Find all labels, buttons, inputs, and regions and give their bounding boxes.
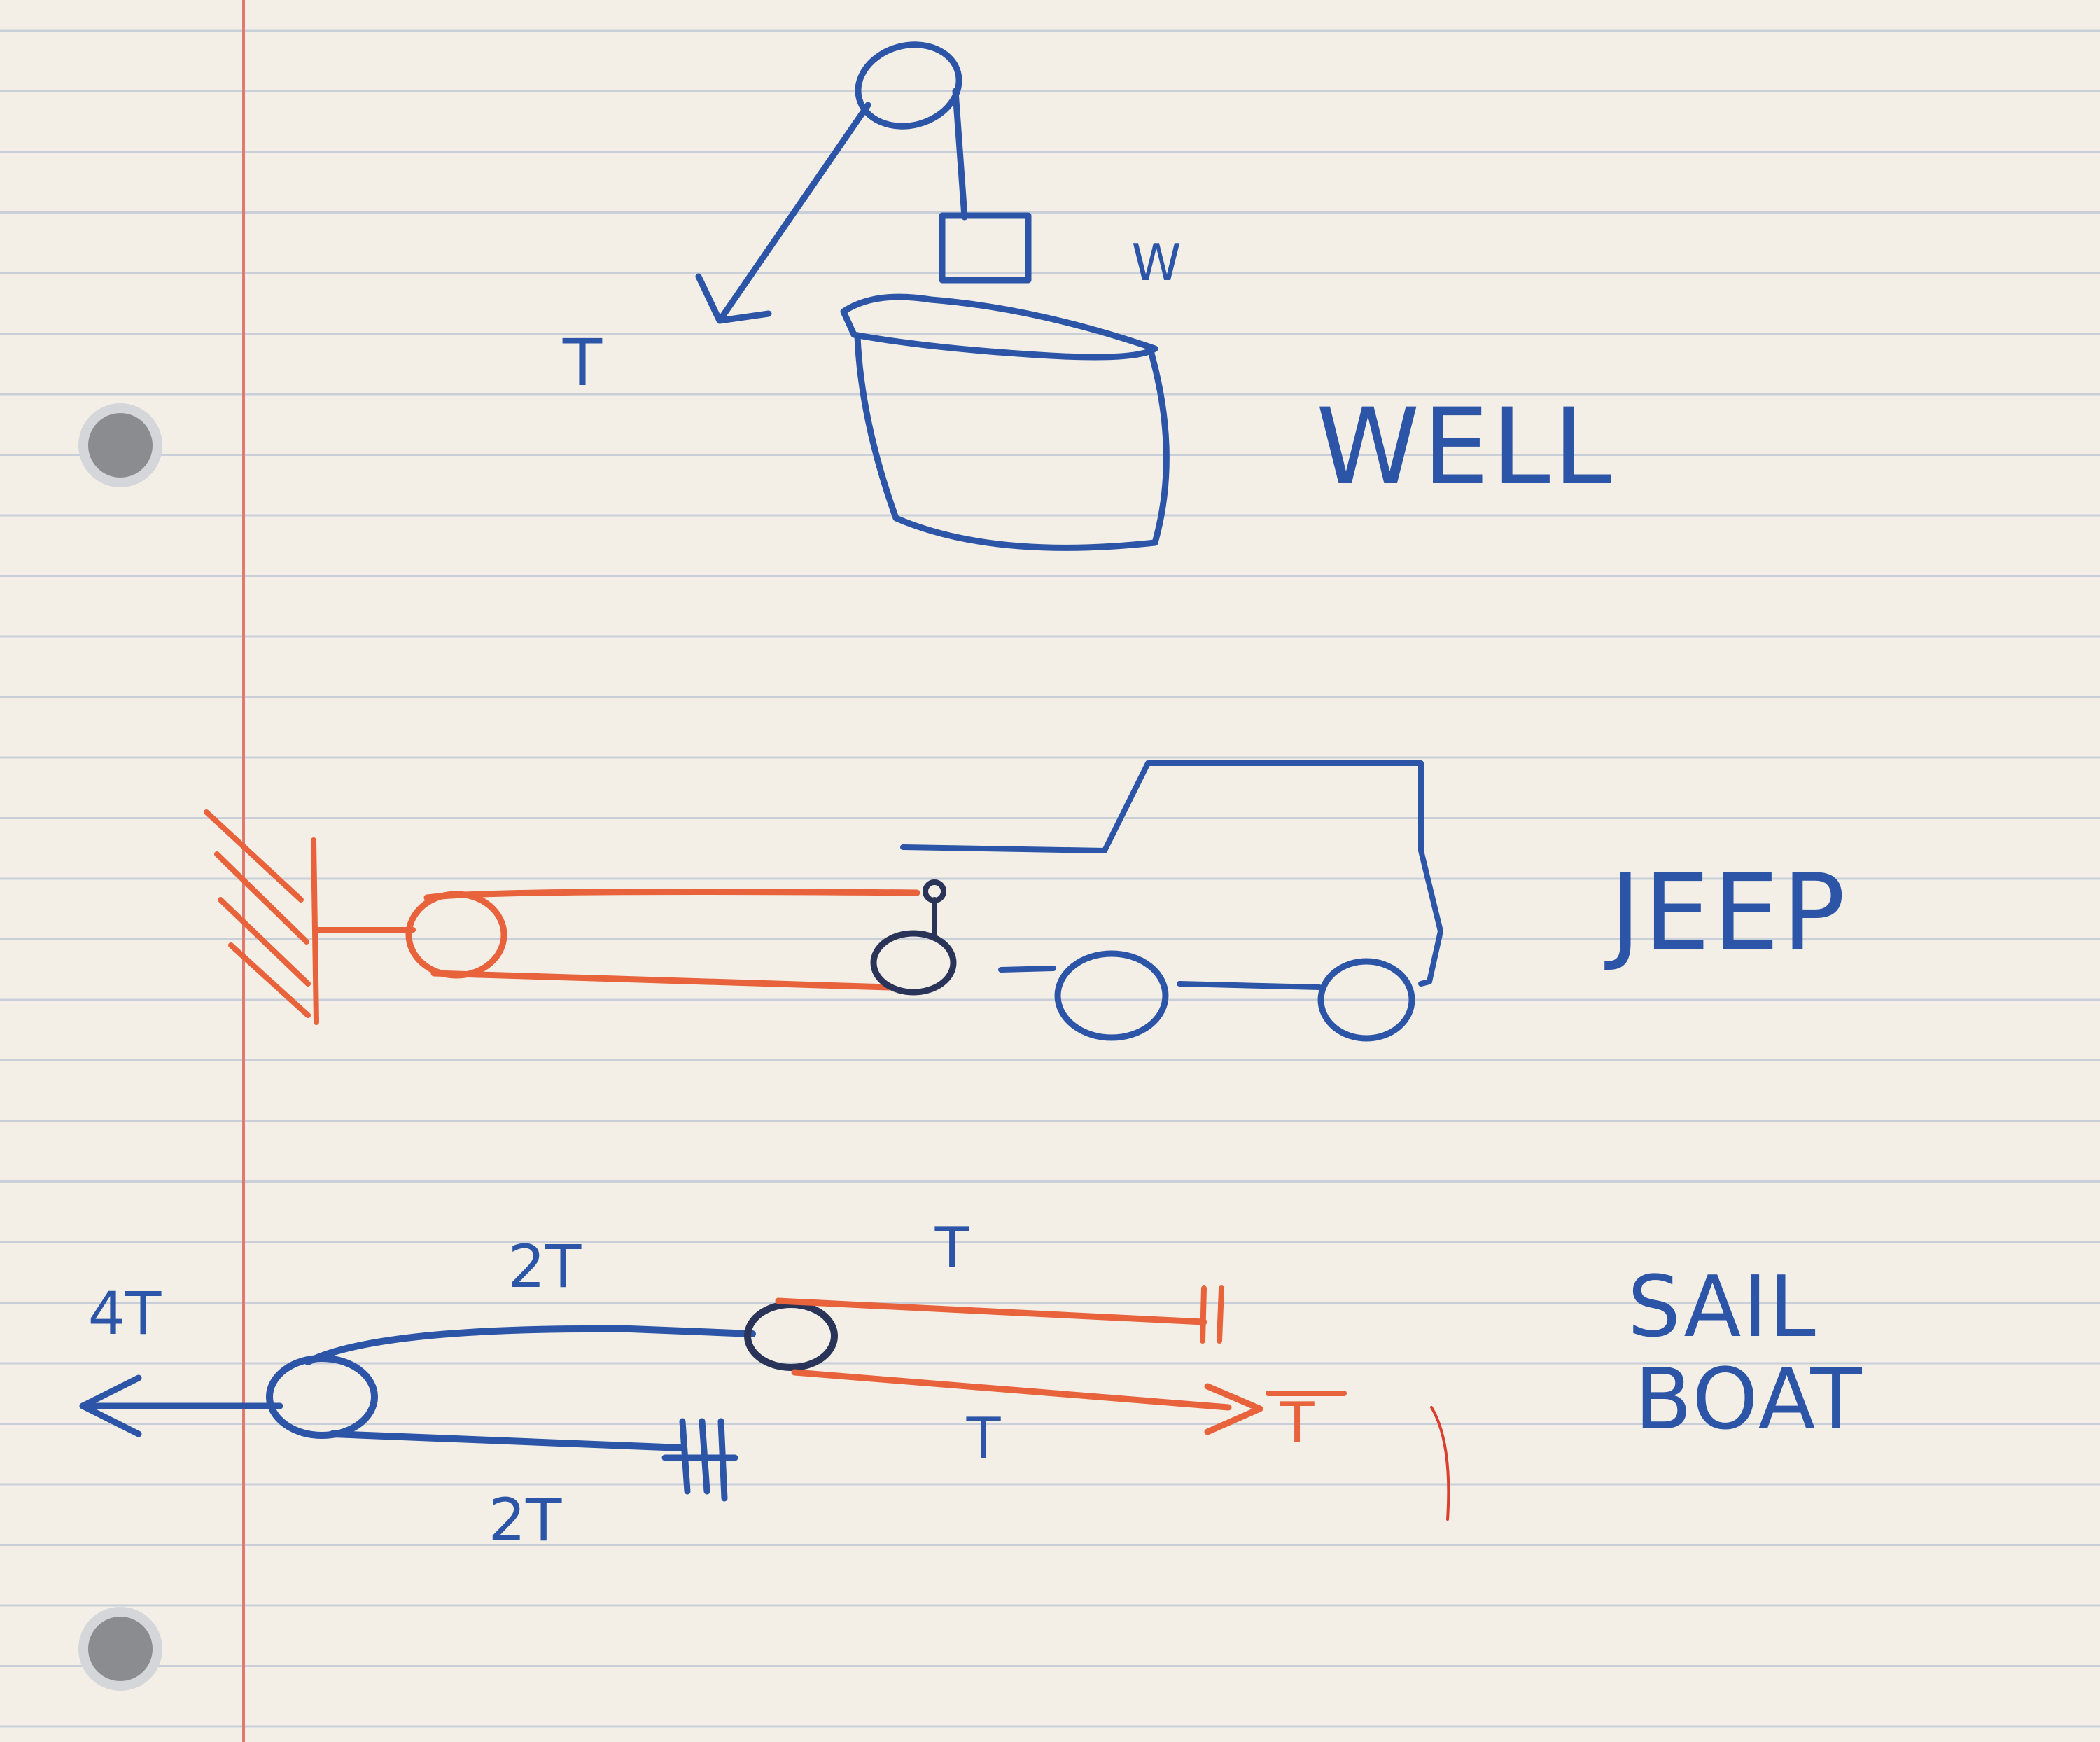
sailboat-force-left-label: 4T [88,1279,162,1348]
sailboat-lower-orange-rope [791,1369,1232,1411]
well-tension-arrow-head [695,273,772,324]
well-weight-block [939,212,1032,284]
well-bucket-body [854,333,1170,551]
well-pulley [855,41,962,130]
well-tension-label: T [562,326,603,400]
sailboat-force-arrow-head [79,1374,142,1437]
sailboat-lower-orange-label: T [966,1406,1002,1471]
jeep-rope-top [424,889,920,901]
sailboat-upper-orange-rope [775,1297,1208,1325]
jeep-label: JEEP [1604,852,1848,974]
sailboat-lower-blue-label: 2T [489,1486,562,1554]
jeep-front-wheel [1054,950,1169,1041]
sailboat-diagram [79,1285,1450,1521]
jeep-anchor-wall [204,809,319,1025]
well-rope-diagonal [718,102,872,322]
sailboat-label-line2: BOAT [1634,1351,1863,1449]
sailboat-upper-orange-label: T [934,1215,970,1281]
sailboat-upper-blue-label: 2T [508,1232,582,1301]
sailboat-red-mark [1430,1406,1450,1521]
well-rope-vertical [952,88,968,221]
well-diagram [695,41,1170,551]
sailboat-lower-blue-rope [329,1430,686,1451]
well-weight-label: W [1131,233,1181,292]
sailboat-orange-cleat [1200,1285,1224,1344]
sailboat-cleat-marks [662,1418,738,1502]
well-bucket-rim [840,293,1158,361]
sailboat-orange-arrow-head [1204,1383,1264,1435]
sailboat-upper-blue-rope [304,1325,756,1365]
sailboat-end-tension-label: T [1280,1391,1315,1456]
jeep-movable-pulley [870,930,957,996]
jeep-diagram [204,760,1443,1042]
binder-holes [78,403,162,1691]
jeep-rope-bottom [430,970,892,991]
jeep-body [900,760,1443,990]
sailboat-label-line1: SAIL [1628,1259,1817,1356]
well-label: WELL [1316,386,1614,508]
jeep-rear-wheel [1317,958,1415,1042]
